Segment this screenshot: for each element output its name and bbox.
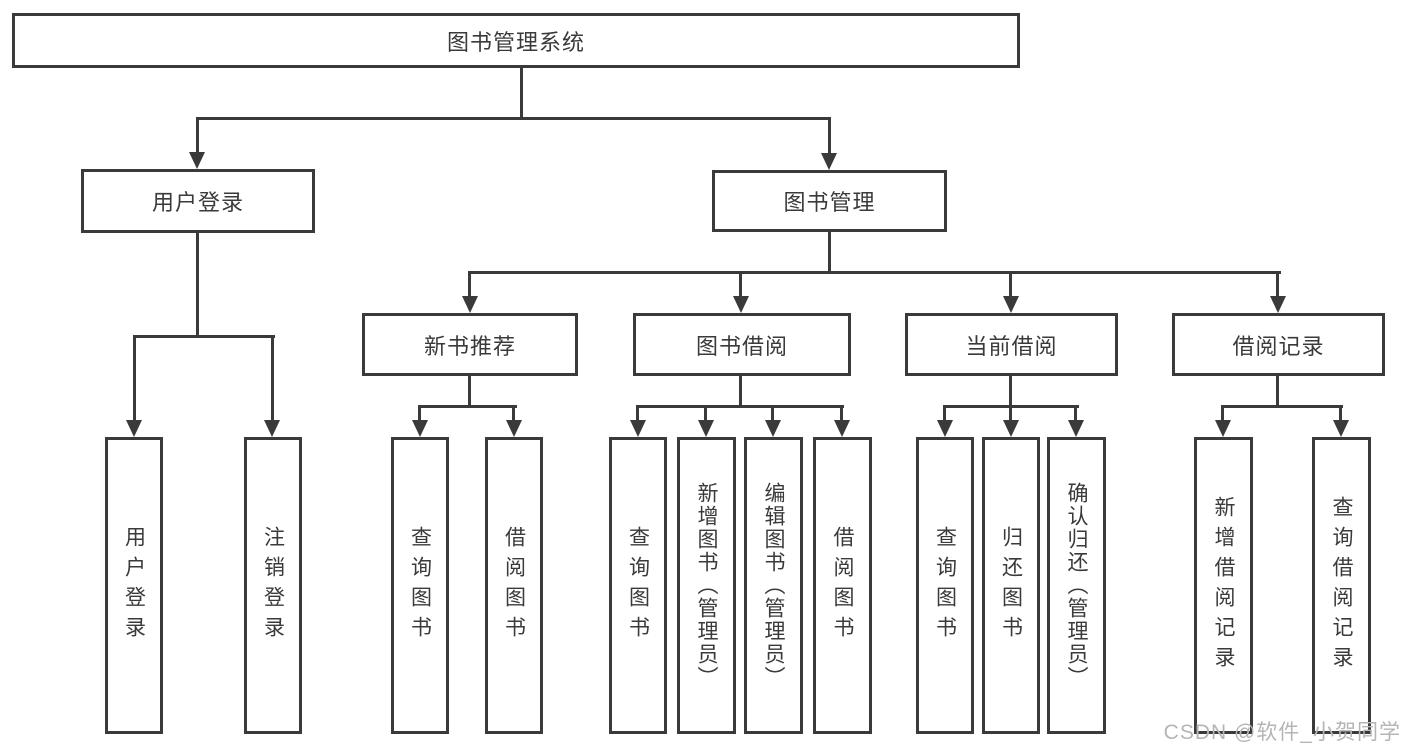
- connector-line: [1009, 405, 1012, 422]
- node-current-borrowing: 当前借阅: [905, 313, 1118, 376]
- arrow-down-icon: [937, 420, 953, 437]
- node-label: 新书推荐: [423, 333, 516, 359]
- connector-line: [418, 405, 421, 422]
- connector-line: [1276, 271, 1279, 298]
- connector-line: [512, 405, 515, 422]
- leaf-label: 用户登录: [122, 525, 146, 646]
- leaf-label: 查询借阅记录: [1330, 495, 1353, 676]
- arrow-down-icon: [834, 420, 850, 437]
- node-label: 图书借阅: [695, 333, 788, 359]
- connector-line: [840, 405, 843, 422]
- node-label: 借阅记录: [1232, 333, 1325, 359]
- arrow-down-icon: [462, 296, 478, 313]
- leaf-label: 查询图书: [626, 525, 650, 646]
- node-library-management-system: 图书管理系统: [12, 13, 1020, 68]
- leaf-label: 注销登录: [261, 525, 285, 646]
- arrow-down-icon: [765, 420, 781, 437]
- leaf-add-borrow-record: 新增借阅记录: [1194, 437, 1253, 734]
- connector-line: [520, 68, 523, 118]
- leaf-query-borrow-record: 查询借阅记录: [1312, 437, 1371, 734]
- node-book-management: 图书管理: [712, 170, 947, 232]
- arrow-down-icon: [412, 420, 428, 437]
- arrow-down-icon: [698, 420, 714, 437]
- leaf-logout: 注销登录: [244, 437, 302, 734]
- connector-line: [468, 271, 471, 298]
- leaf-edit-books-admin: 编辑图书（管理员）: [744, 437, 803, 734]
- connector-line: [771, 405, 774, 422]
- leaf-label: 查询图书: [933, 525, 957, 646]
- leaf-label: 归还图书: [999, 525, 1023, 646]
- leaf-borrow-books-recommend: 借阅图书: [485, 437, 543, 734]
- leaf-confirm-return-admin: 确认归还（管理员）: [1047, 437, 1106, 734]
- connector-line: [1074, 405, 1077, 422]
- connector-line: [196, 117, 831, 120]
- arrow-down-icon: [506, 420, 522, 437]
- connector-line: [1009, 376, 1012, 408]
- leaf-borrow-books-borrowing: 借阅图书: [813, 437, 872, 734]
- leaf-user-login: 用户登录: [105, 437, 163, 734]
- connector-line: [636, 405, 639, 422]
- connector-line: [468, 376, 471, 408]
- arrow-down-icon: [189, 152, 205, 169]
- node-label: 图书管理: [783, 190, 876, 215]
- connector-line: [196, 233, 199, 336]
- leaf-label: 确认归还（管理员）: [1065, 482, 1088, 689]
- arrow-down-icon: [733, 296, 749, 313]
- node-label: 当前借阅: [965, 333, 1058, 359]
- connector-line: [828, 232, 831, 274]
- arrow-down-icon: [126, 420, 142, 437]
- node-book-borrowing: 图书借阅: [633, 313, 851, 376]
- leaf-query-books-recommend: 查询图书: [391, 437, 449, 734]
- leaf-return-books: 归还图书: [982, 437, 1040, 734]
- arrow-down-icon: [1270, 296, 1286, 313]
- arrow-down-icon: [264, 420, 280, 437]
- arrow-down-icon: [1003, 420, 1019, 437]
- node-borrowing-records: 借阅记录: [1172, 313, 1385, 376]
- leaf-label: 借阅图书: [831, 525, 854, 646]
- leaf-label: 借阅图书: [502, 525, 526, 646]
- connector-line: [739, 271, 742, 298]
- node-label: 用户登录: [151, 190, 244, 215]
- connector-line: [1221, 405, 1224, 422]
- connector-line: [271, 335, 274, 421]
- node-new-book-recommend: 新书推荐: [362, 313, 578, 376]
- leaf-label: 新增图书（管理员）: [695, 482, 718, 689]
- connector-line: [418, 405, 517, 408]
- connector-line: [1276, 376, 1279, 408]
- connector-line: [739, 376, 742, 408]
- arrow-down-icon: [1333, 420, 1349, 437]
- arrow-down-icon: [1068, 420, 1084, 437]
- arrow-down-icon: [1003, 296, 1019, 313]
- connector-line: [636, 405, 844, 408]
- connector-line: [1221, 405, 1343, 408]
- leaf-query-books-borrowing: 查询图书: [609, 437, 667, 734]
- leaf-query-books-current: 查询图书: [916, 437, 974, 734]
- leaf-label: 新增借阅记录: [1212, 495, 1235, 676]
- csdn-watermark: CSDN @软件_小贺同学: [1163, 721, 1401, 744]
- leaf-label: 查询图书: [408, 525, 432, 646]
- connector-line: [468, 271, 1281, 274]
- leaf-label: 编辑图书（管理员）: [762, 482, 785, 689]
- connector-line: [133, 335, 136, 421]
- connector-line: [1339, 405, 1342, 422]
- connector-line: [704, 405, 707, 422]
- arrow-down-icon: [630, 420, 646, 437]
- leaf-add-books-admin: 新增图书（管理员）: [677, 437, 736, 734]
- connector-line: [133, 335, 275, 338]
- connector-line: [196, 117, 199, 154]
- node-label: 图书管理系统: [446, 29, 585, 55]
- connector-line: [1009, 271, 1012, 298]
- connector-line: [828, 117, 831, 155]
- arrow-down-icon: [1215, 420, 1231, 437]
- node-user-login: 用户登录: [81, 169, 315, 233]
- connector-line: [943, 405, 946, 422]
- arrow-down-icon: [821, 153, 837, 170]
